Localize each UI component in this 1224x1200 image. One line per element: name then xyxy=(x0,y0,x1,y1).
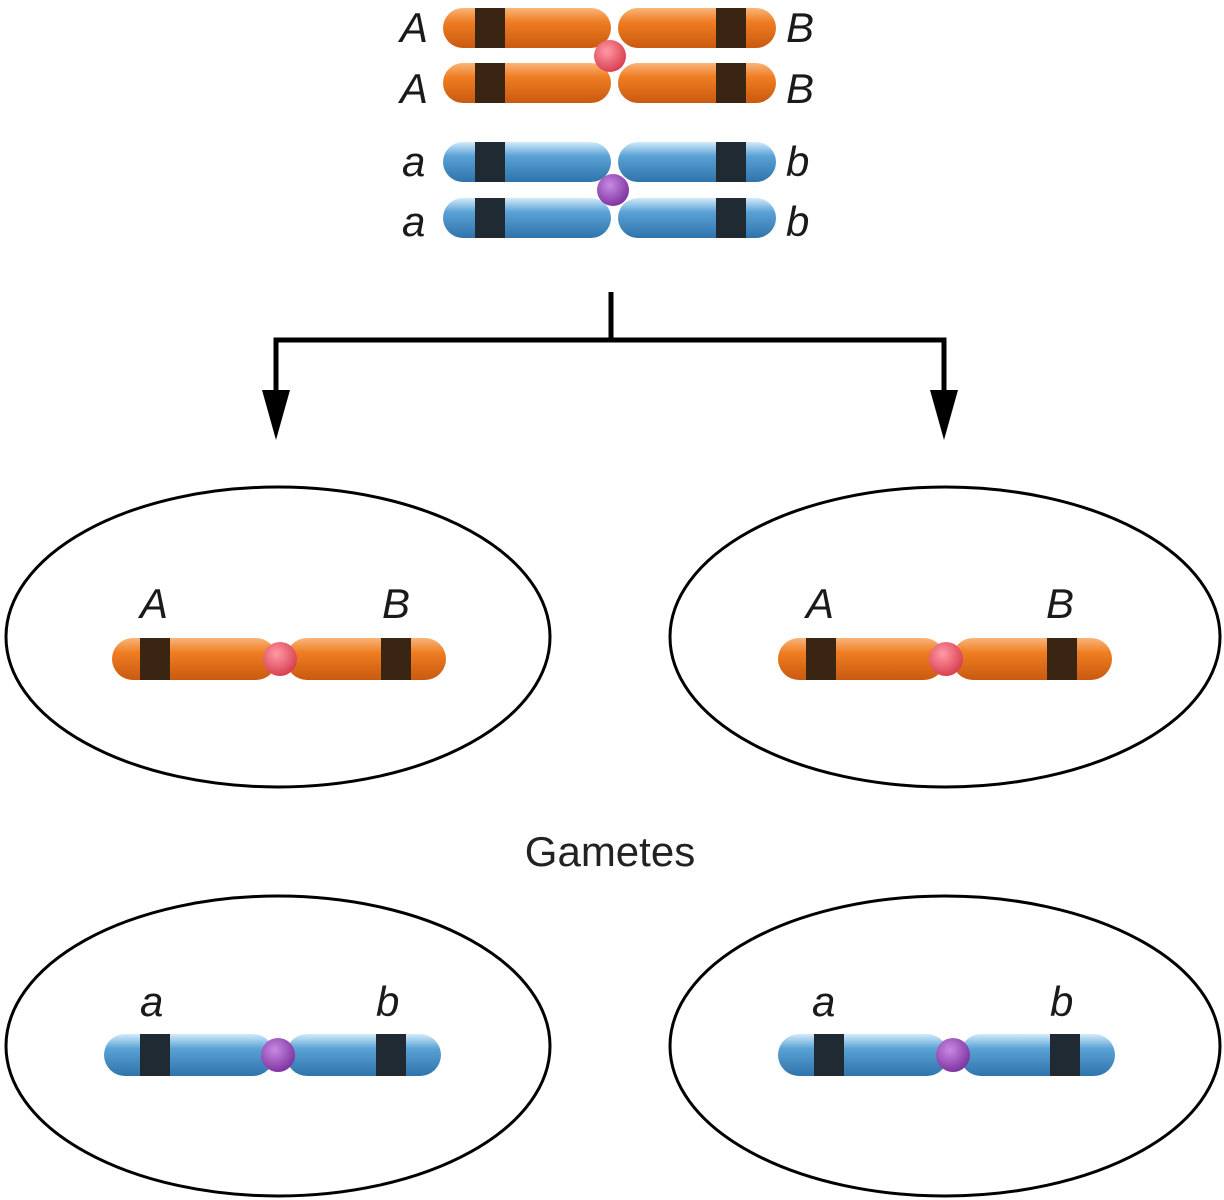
allele-label: B xyxy=(382,580,410,627)
gamete-cell: a b xyxy=(668,894,1222,1198)
blue-chromatid-bottom xyxy=(443,198,776,238)
arrow-head-right xyxy=(930,390,958,440)
blue-centromere xyxy=(597,174,629,206)
division-arrows xyxy=(273,292,947,392)
allele-label: a xyxy=(402,198,425,245)
gamete-cell: A B xyxy=(668,485,1222,789)
gametes-label: Gametes xyxy=(525,828,695,875)
allele-label: A xyxy=(397,4,428,51)
allele-label: b xyxy=(786,198,809,245)
allele-label: a xyxy=(140,978,163,1025)
allele-label: b xyxy=(786,138,809,185)
allele-label: a xyxy=(402,138,425,185)
blue-chromosome xyxy=(778,1034,1115,1076)
parent-blue-chromosome-pair: a a b b xyxy=(402,138,809,245)
allele-label: b xyxy=(1050,978,1073,1025)
allele-label: b xyxy=(376,978,399,1025)
allele-label: B xyxy=(786,65,814,112)
orange-centromere xyxy=(594,40,626,72)
allele-label: A xyxy=(137,580,168,627)
blue-chromatid-top xyxy=(443,142,776,182)
allele-label: B xyxy=(1046,580,1074,627)
allele-label: A xyxy=(803,580,834,627)
orange-chromosome xyxy=(778,638,1112,680)
gamete-cell: A B xyxy=(4,485,552,789)
blue-chromosome xyxy=(104,1034,441,1076)
allele-label: B xyxy=(786,4,814,51)
gamete-cell: a b xyxy=(4,894,552,1198)
parent-orange-chromosome-pair: A A B B xyxy=(397,4,814,112)
orange-chromatid-bottom xyxy=(443,63,776,103)
allele-label: A xyxy=(397,65,428,112)
orange-chromosome xyxy=(112,638,446,680)
arrow-head-left xyxy=(262,390,290,440)
orange-chromatid-top xyxy=(443,8,776,48)
allele-label: a xyxy=(812,978,835,1025)
